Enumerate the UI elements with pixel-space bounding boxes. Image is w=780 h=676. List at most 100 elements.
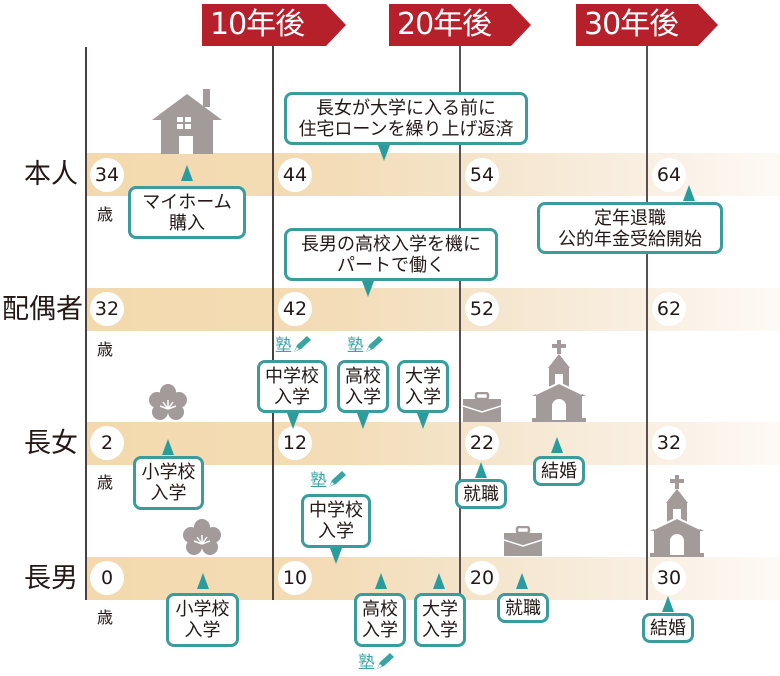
- age-badge: 0: [90, 561, 124, 595]
- age-badge: 30: [652, 561, 686, 595]
- callout-line: 公的年金受給開始: [558, 229, 702, 250]
- pointer: [162, 439, 174, 455]
- callout-line: 中学校: [309, 500, 363, 521]
- pointer: [362, 281, 374, 297]
- age-badge: 2: [90, 426, 124, 460]
- timeline-line-now: [85, 47, 87, 600]
- callout-line: 住宅ローンを繰り上げ返済: [298, 119, 514, 140]
- church-icon: [650, 475, 704, 557]
- callout-line: 入学: [362, 620, 398, 641]
- pencil-icon: [366, 336, 383, 352]
- age-unit: 歳: [97, 340, 114, 359]
- row-label-son: 長男: [24, 563, 78, 594]
- pointer: [662, 596, 674, 612]
- banner-20-years: 20年後: [389, 4, 531, 46]
- juku-label: 塾: [310, 466, 347, 491]
- banner-label: 10年後: [210, 7, 305, 42]
- pencil-icon: [377, 653, 394, 669]
- callout-son-junior-high: 中学校 入学: [301, 494, 371, 548]
- pointer: [433, 573, 445, 589]
- banner-label: 30年後: [584, 7, 679, 42]
- callout-line: パートで働く: [337, 255, 445, 276]
- callout-daughter-university: 大学 入学: [397, 360, 449, 413]
- pointer: [330, 548, 342, 564]
- callout-daughter-employment: 就職: [455, 479, 507, 509]
- timeline-line-10: [272, 46, 274, 600]
- callout-line: 長男の高校入学を機に: [301, 234, 481, 255]
- callout-line: 長女が大学に入る前に: [316, 98, 496, 119]
- age-badge: 20: [465, 561, 499, 595]
- callout-line: 高校: [362, 599, 398, 620]
- house-icon: [152, 88, 222, 154]
- callout-line: 結婚: [541, 461, 577, 482]
- age-badge: 62: [652, 292, 686, 326]
- pointer: [375, 573, 387, 589]
- row-label-daughter: 長女: [24, 428, 78, 459]
- banner-30-years: 30年後: [576, 4, 718, 46]
- row-label-spouse: 配偶者: [2, 294, 83, 325]
- pencil-icon: [329, 471, 346, 487]
- juku-text: 塾: [358, 653, 375, 673]
- callout-line: 入学: [274, 387, 310, 408]
- callout-line: 就職: [463, 484, 499, 505]
- age-badge: 12: [278, 426, 312, 460]
- callout-line: 結婚: [650, 618, 686, 639]
- callout-son-high-school: 高校 入学: [354, 593, 406, 647]
- age-badge: 32: [652, 426, 686, 460]
- callout-line: 小学校: [141, 462, 196, 483]
- callout-home-purchase: マイホーム 購入: [128, 186, 246, 239]
- age-badge: 22: [465, 426, 499, 460]
- callout-line: 入学: [184, 620, 221, 641]
- age-unit: 歳: [97, 205, 114, 224]
- callout-retirement: 定年退職 公的年金受給開始: [537, 202, 723, 254]
- age-badge: 64: [652, 158, 686, 192]
- row-label-honnin: 本人: [24, 159, 78, 190]
- pointer: [516, 573, 528, 589]
- callout-line: 定年退職: [594, 208, 666, 229]
- banner-10-years: 10年後: [202, 4, 346, 46]
- age-unit: 歳: [97, 608, 114, 627]
- callout-loan-prepayment: 長女が大学に入る前に 住宅ローンを繰り上げ返済: [284, 92, 528, 145]
- age-badge: 52: [465, 292, 499, 326]
- age-badge: 34: [90, 158, 124, 192]
- pencil-icon: [294, 336, 311, 352]
- pointer: [551, 437, 563, 453]
- juku-label: 塾: [358, 648, 395, 673]
- age-unit: 歳: [97, 473, 114, 492]
- callout-daughter-high-school: 高校 入学: [337, 360, 389, 413]
- pointer: [475, 462, 487, 478]
- pointer: [287, 413, 299, 429]
- banner-label: 20年後: [397, 7, 492, 42]
- pointer: [357, 413, 369, 429]
- callout-line: 入学: [405, 387, 441, 408]
- juku-text: 塾: [310, 471, 327, 491]
- callout-son-elementary: 小学校 入学: [166, 593, 239, 647]
- callout-line: 就職: [505, 598, 541, 619]
- callout-daughter-junior-high: 中学校 入学: [257, 360, 327, 413]
- callout-son-marriage: 結婚: [642, 613, 694, 643]
- juku-label: 塾: [275, 331, 312, 356]
- timeline-line-20: [459, 46, 461, 600]
- callout-daughter-marriage: 結婚: [533, 456, 585, 486]
- callout-line: 入学: [422, 620, 458, 641]
- pointer: [378, 145, 390, 161]
- callout-line: 入学: [318, 521, 354, 542]
- sakura-icon: [182, 518, 222, 556]
- juku-text: 塾: [275, 336, 292, 356]
- callout-part-time-work: 長男の高校入学を機に パートで働く: [284, 228, 498, 281]
- pointer: [683, 185, 695, 201]
- callout-line: 大学: [422, 599, 458, 620]
- callout-line: 高校: [345, 366, 381, 387]
- church-icon: [532, 340, 586, 422]
- age-badge: 44: [278, 158, 312, 192]
- callout-son-employment: 就職: [497, 593, 549, 623]
- callout-daughter-elementary: 小学校 入学: [133, 456, 204, 510]
- callout-line: 購入: [169, 213, 205, 234]
- pointer: [417, 413, 429, 429]
- pointer: [197, 573, 209, 589]
- juku-label: 塾: [347, 331, 384, 356]
- callout-line: 大学: [405, 366, 441, 387]
- callout-line: 入学: [150, 483, 187, 504]
- callout-line: 入学: [345, 387, 381, 408]
- callout-son-university: 大学 入学: [414, 593, 466, 647]
